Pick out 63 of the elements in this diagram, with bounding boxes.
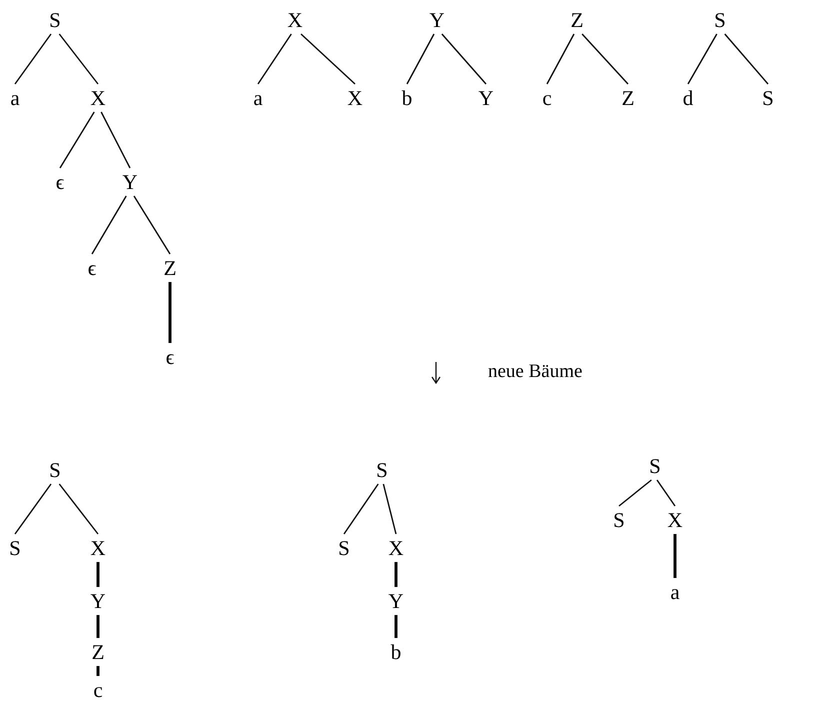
tree-symbol: c [542,88,552,108]
tree-branch [343,484,379,534]
tree-symbol: S [9,538,21,558]
tree-branch [168,282,172,343]
tree-branch [96,562,100,587]
tree-branch [96,615,100,638]
tree-branch [91,196,127,254]
tree-symbol: S [338,538,350,558]
tree-symbol: X [90,538,106,558]
tree-branch [441,34,487,84]
tree-symbol: X [347,88,363,108]
tree-symbol: X [90,88,106,108]
tree-branch [406,34,435,84]
tree-branch [96,666,100,676]
tree-symbol: b [402,88,412,108]
tree-branch [14,484,52,534]
tree-branch [58,484,99,534]
tree-symbol: S [376,460,388,480]
tree-branch [300,33,356,85]
tree-symbol: X [667,510,683,530]
tree-branch [100,112,131,168]
tree-symbol: X [388,538,404,558]
tree-branch [582,34,629,84]
tree-branch [656,480,676,506]
tree-symbol: Y [478,88,494,108]
tree-symbol: c [93,680,103,700]
tree-branch [14,34,52,84]
tree-symbol: ϵ [166,346,174,368]
tree-symbol: S [49,10,61,30]
tree-symbol: a [10,88,20,108]
tree-symbol: Z [570,10,584,30]
tree-symbol: X [287,10,303,30]
tree-symbol: S [762,88,774,108]
tree-symbol: S [613,510,625,530]
tree-branch [687,34,718,84]
tree-symbol: b [390,642,402,662]
tree-symbol: S [649,456,661,476]
tree-branch [382,484,397,534]
tree-branch [58,34,99,84]
tree-branch [724,34,769,84]
tree-symbol: Y [90,590,106,612]
tree-branch [618,479,652,507]
tree-branch [674,534,676,578]
tree-symbol: Z [622,88,634,108]
tree-symbol: d [682,88,694,108]
tree-branch [257,34,292,84]
annotation-text: neue Bäume [488,362,582,381]
tree-branch [394,562,398,587]
tree-branch [59,112,95,168]
tree-symbol: S [49,460,61,480]
tree-symbol: Y [429,10,445,30]
tree-symbol: a [670,582,680,602]
tree-symbol: Y [388,590,404,612]
tree-branch [546,34,575,84]
tree-branch [394,615,398,638]
tree-symbol: Y [122,172,138,192]
tree-branch [133,196,171,254]
tree-symbol: Z [92,642,104,662]
tree-symbol: a [253,88,263,108]
tree-symbol: ϵ [56,172,64,192]
tree-symbol: Z [164,258,176,278]
tree-symbol: ϵ [88,258,96,278]
tree-symbol: S [714,10,726,30]
